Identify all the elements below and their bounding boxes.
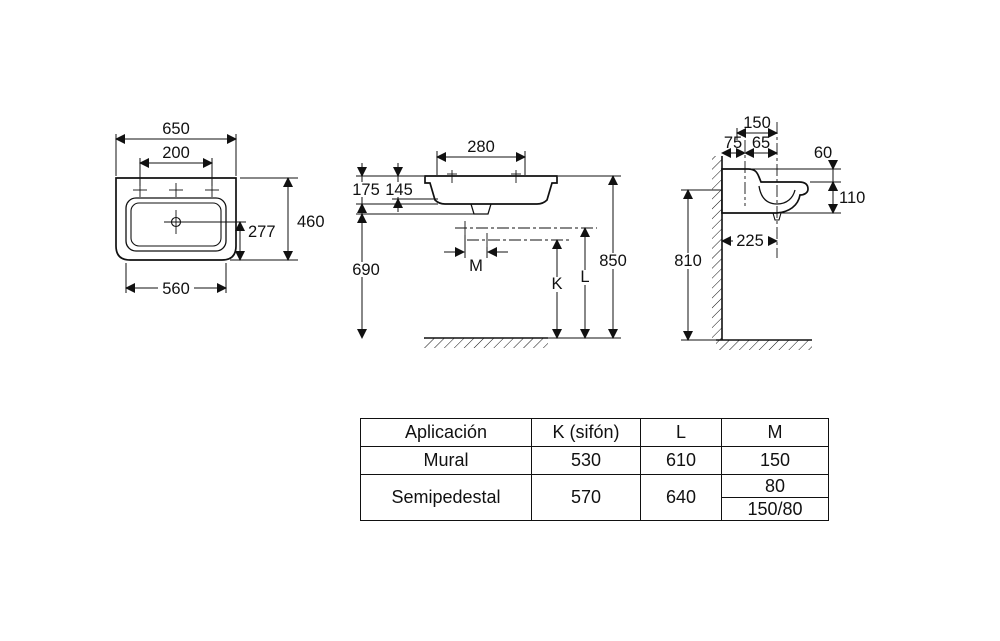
dim-460-label: 460: [297, 213, 325, 231]
dim-65: 65: [744, 134, 778, 158]
dim-k: K: [549, 239, 566, 339]
table-cell-m-top: 80: [721, 474, 829, 498]
dim-75: 75: [721, 134, 746, 158]
dim-110: 110: [778, 181, 865, 214]
dim-810: 810: [671, 189, 722, 341]
dim-460: 460: [230, 177, 325, 261]
ground-right: [681, 339, 812, 350]
basin-outline-inner: [130, 202, 222, 247]
dim-280-label: 280: [467, 138, 495, 156]
sink-profile: [424, 175, 558, 205]
bowl-inner: [758, 185, 796, 205]
dim-150: 150: [736, 114, 778, 140]
dim-150-label: 150: [743, 114, 771, 132]
dim-145-label: 145: [385, 181, 413, 199]
dim-810-label: 810: [674, 252, 702, 270]
table-cell-app: Mural: [360, 446, 532, 475]
dim-277: 277: [188, 221, 276, 261]
dim-m-label: M: [469, 257, 483, 275]
plan-view: 650 200 460 277 560: [115, 120, 325, 298]
table-cell-l: 610: [640, 446, 722, 475]
table-row-semipedestal-m2: 150/80: [361, 497, 829, 521]
table-cell-k: 570: [531, 474, 641, 521]
dim-690-label: 690: [352, 261, 380, 279]
dim-225-label: 225: [736, 232, 764, 250]
table-header-k-sifon: K (sifón): [531, 418, 641, 447]
dim-m: M: [444, 235, 508, 275]
table-row-mural: Mural 530 610 150: [360, 446, 829, 475]
drain-outlet: [772, 212, 782, 221]
dim-200: 200: [139, 144, 213, 186]
dim-850: 850: [558, 175, 631, 339]
dim-200-label: 200: [162, 144, 190, 162]
dim-650-label: 650: [162, 120, 190, 138]
dim-l-label: L: [580, 268, 589, 286]
dim-280: 280: [436, 138, 526, 175]
rim-tick-marks: [447, 170, 521, 183]
technical-drawing: 650 200 460 277 560: [115, 114, 865, 350]
dim-277-label: 277: [248, 223, 276, 241]
wall: [712, 156, 723, 340]
table-header-m: M: [721, 418, 829, 447]
table-cell-m: 150: [721, 446, 829, 475]
dim-175: 175: [349, 163, 438, 217]
elevation-view: 280 175 145 690 8: [349, 138, 631, 348]
dim-850-label: 850: [599, 252, 627, 270]
ground-middle: [424, 337, 621, 348]
dim-175-label: 175: [352, 181, 380, 199]
dim-560: 560: [125, 263, 227, 298]
dim-60-label: 60: [814, 144, 832, 162]
dim-110-label: 110: [839, 189, 865, 207]
dim-75-label: 75: [724, 134, 742, 152]
table-cell-l: 640: [640, 474, 722, 521]
table-cell-app: Semipedestal: [360, 474, 532, 521]
dim-k-label: K: [551, 275, 562, 293]
dim-650: 650: [115, 120, 237, 176]
table-cell-k: 530: [531, 446, 641, 475]
table-header-l: L: [640, 418, 722, 447]
drain-mark: [164, 210, 188, 234]
dim-l: L: [577, 227, 594, 339]
drain-stub: [470, 203, 492, 215]
dim-560-label: 560: [162, 280, 190, 298]
table-row-semipedestal: Semipedestal 570 640 80: [360, 474, 829, 521]
dim-145: 145: [383, 163, 438, 212]
dim-65-label: 65: [752, 134, 770, 152]
table-cell-m-bottom: 150/80: [721, 497, 829, 521]
dim-225: 225: [721, 232, 778, 250]
application-dimensions-table: Aplicación K (sifón) L M Mural 530 610 1…: [360, 418, 829, 521]
basin-outline-outer: [125, 197, 227, 252]
section-view: 150 75 65 60 110 225: [671, 114, 865, 350]
table-header-application: Aplicación: [360, 418, 532, 447]
dim-690: 690: [349, 213, 474, 339]
